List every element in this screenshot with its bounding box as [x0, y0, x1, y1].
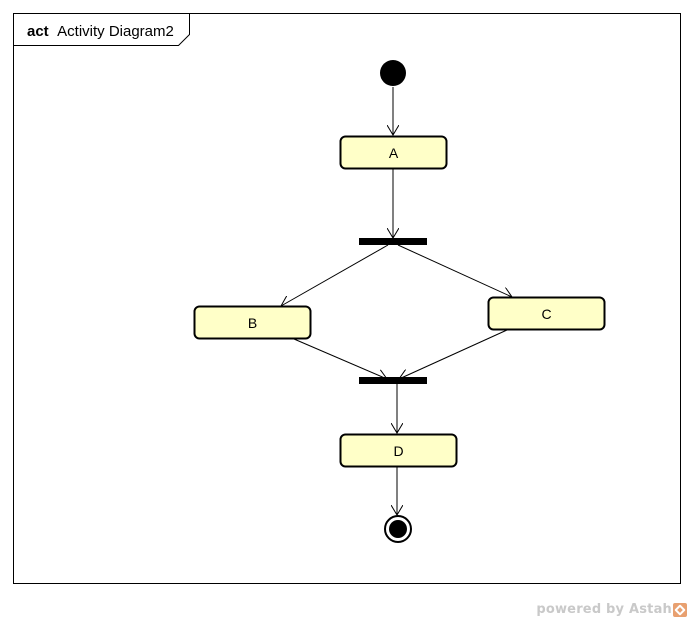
frame-keyword: act [27, 23, 49, 40]
edge-b-to-join [293, 338, 387, 379]
action-b-label: B [248, 315, 257, 331]
astah-logo-icon [673, 602, 687, 617]
final-node[interactable] [384, 515, 412, 543]
edge-fork-to-c [397, 244, 512, 297]
action-c[interactable]: C [487, 296, 606, 331]
frame-label: act Activity Diagram2 [27, 23, 174, 40]
action-a-label: A [389, 145, 399, 161]
powered-by-footer: powered by Astah [536, 602, 687, 617]
initial-node[interactable] [380, 60, 406, 86]
action-c-label: C [541, 306, 551, 322]
action-a[interactable]: A [339, 135, 448, 170]
edge-c-to-join [399, 329, 508, 379]
action-b[interactable]: B [193, 305, 312, 340]
frame-title: Activity Diagram2 [57, 23, 174, 40]
frame-label-tab [13, 13, 190, 46]
action-d[interactable]: D [339, 433, 458, 468]
footer-text: powered by Astah [536, 602, 672, 617]
action-d-label: D [393, 443, 403, 459]
fork-bar[interactable] [359, 238, 427, 245]
edge-fork-to-b [281, 244, 389, 306]
join-bar[interactable] [359, 377, 427, 384]
